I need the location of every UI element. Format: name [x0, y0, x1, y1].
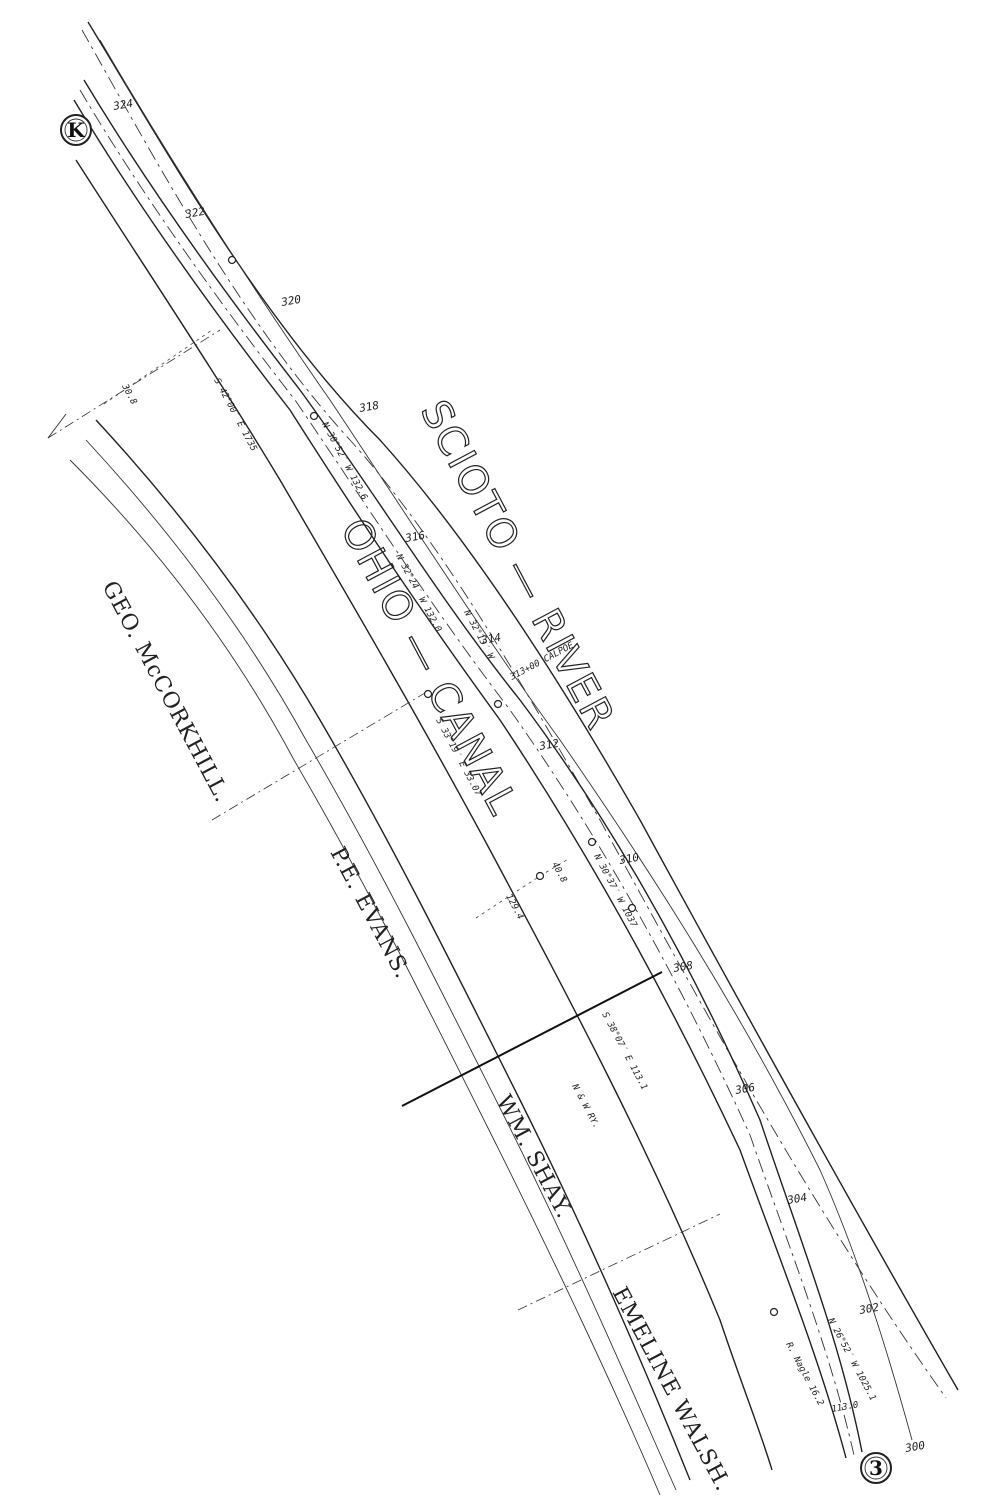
- offset-label: 40.8: [549, 861, 568, 885]
- property-line-walsh: [517, 1213, 721, 1311]
- offset-label: 129.4: [503, 893, 525, 922]
- station-label: 312: [537, 737, 560, 753]
- offset-line-2: [475, 875, 541, 919]
- railway-row-line: [69, 459, 661, 1496]
- river-bank-east: [87, 21, 959, 1391]
- sheet-marker-bottom: 3: [860, 1452, 892, 1484]
- bearing-label: N & W RY.: [569, 1082, 601, 1131]
- station-label: 324: [111, 97, 134, 113]
- owner-shay: WM. SHAY.: [491, 1091, 577, 1223]
- offset-line-1: [103, 329, 213, 405]
- sheet-marker-top: K: [60, 114, 92, 146]
- owner-walsh: EMELINE WALSH.: [607, 1283, 736, 1496]
- bearing-label: S 42°00′ E 1735: [211, 377, 258, 453]
- railway-inner-rail: [85, 439, 677, 1491]
- station-label: 314: [479, 631, 502, 647]
- traverse-point: [627, 903, 637, 913]
- traverse-point: [535, 871, 545, 881]
- station-label: 310: [617, 851, 640, 867]
- traverse-point: [309, 411, 319, 421]
- bearing-label: N 30°52′ W 132.6: [319, 420, 369, 502]
- offset-line-3: [539, 857, 571, 877]
- station-label: 302: [857, 1301, 880, 1317]
- offset-label: 30.8: [119, 382, 138, 407]
- railway-west-rail: [95, 419, 691, 1481]
- bearing-label: S 38°07′ E 113.1: [599, 1011, 649, 1092]
- station-label: 304: [785, 1191, 808, 1207]
- station-label: 316: [403, 529, 426, 545]
- traverse-point: [769, 1307, 779, 1317]
- traverse-point: [423, 689, 433, 699]
- property-corner: [47, 413, 67, 439]
- canal-bank-west: [73, 99, 847, 1459]
- property-line-mccorkhill: [47, 329, 221, 439]
- note-label: 113.0: [831, 1400, 859, 1415]
- canal-bank-east: [83, 79, 863, 1453]
- station-label: 318: [357, 399, 380, 415]
- traverse-point: [587, 837, 597, 847]
- traverse-line: [99, 39, 913, 1441]
- sheet-marker-bottom-label: 3: [869, 1456, 883, 1480]
- traverse-point: [493, 699, 503, 709]
- station-label: 320: [279, 293, 302, 309]
- station-label: 306: [733, 1081, 756, 1097]
- station-label: 308: [671, 959, 694, 975]
- station-label: 300: [903, 1439, 926, 1455]
- river-bank-dashed: [81, 29, 947, 1399]
- bearing-label: R. Nagle 16.2: [783, 1341, 825, 1408]
- bearing-label: N 26°52′ W 1025.1: [825, 1316, 878, 1403]
- sheet-marker-top-label: K: [67, 118, 85, 142]
- traverse-point: [227, 255, 237, 265]
- railway-east-rail: [75, 159, 773, 1471]
- station-label: 322: [183, 205, 206, 221]
- owner-mccorkhill: GEO. McCORKHILL.: [97, 577, 235, 807]
- property-line-shay: [401, 971, 663, 1107]
- property-line-evans: [211, 689, 431, 821]
